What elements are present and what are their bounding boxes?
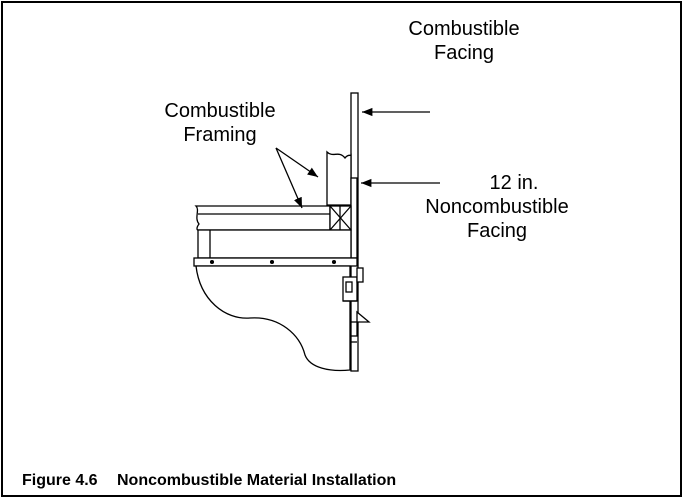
floor-plate: [197, 229, 352, 259]
wall-section: [193, 92, 371, 372]
fireplace-body: [195, 265, 351, 372]
figure-title: Noncombustible Material Installation: [117, 472, 397, 489]
noncombustible-facing-strip: [350, 177, 358, 259]
figure-caption: Figure 4.6 Noncombustible Material Instal…: [22, 472, 396, 490]
vertical-stud: [326, 150, 352, 206]
noncombustible-facing-label: 12 in. Noncombustible Facing: [425, 172, 569, 242]
floor-joist: [194, 205, 331, 231]
figure-number: Figure 4.6: [22, 472, 98, 489]
combustible-framing-label: Combustible Framing: [164, 100, 276, 146]
leader-lines: [275, 107, 440, 209]
combustible-facing-label: Combustible Facing: [408, 18, 520, 64]
